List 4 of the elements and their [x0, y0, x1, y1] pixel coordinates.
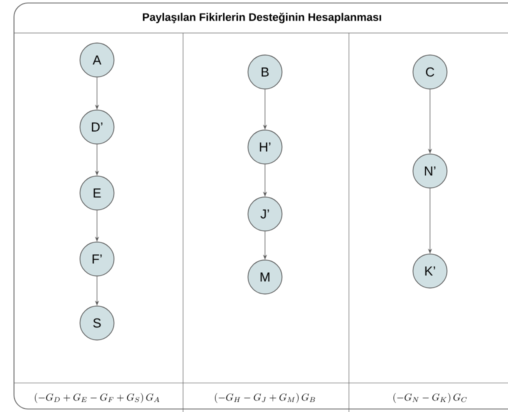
formula: $(- G_{N} - G_{K})\, G_{C}$: [393, 393, 467, 403]
formula: $(- G_{H} - G_{J} + G_{M})\, G_{B}$: [214, 393, 315, 403]
formula: $(- G_{D} + G_{E} - G_{F} + G_{S})\, G_{A}$: [34, 393, 160, 403]
title: Paylaşılan Fikirlerin Desteğinin Hesaplanması: [142, 12, 382, 24]
